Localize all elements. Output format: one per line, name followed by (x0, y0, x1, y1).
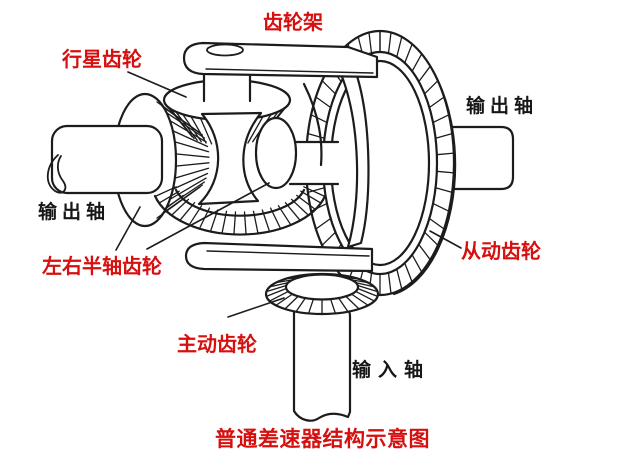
diagram-caption: 普通差速器结构示意图 (215, 427, 430, 451)
left-output-shaft-shape (46, 124, 164, 195)
leader-planet-gear (127, 71, 187, 98)
label-output-shaft-right: 输出轴 (466, 95, 539, 117)
carrier-web-wedge (339, 72, 370, 249)
gear-carrier-shape (182, 41, 379, 273)
spider-block (197, 111, 263, 206)
leader-side-gear-right (146, 182, 270, 250)
carrier-window-shapes (288, 82, 340, 186)
leader-drive-gear (227, 297, 285, 318)
leader-side-gear-left (115, 206, 141, 251)
input-shaft-shape (292, 305, 352, 422)
label-drive-gear: 主动齿轮 (177, 332, 257, 356)
bottom-planet-gear-shape (153, 186, 327, 236)
drive-pinion-gear-shape (264, 272, 380, 316)
label-output-shaft-left: 输出轴 (38, 201, 111, 223)
label-gear-carrier: 齿轮架 (263, 10, 323, 34)
label-planet-gear: 行星齿轮 (62, 47, 142, 71)
label-input-shaft: 输入轴 (352, 359, 431, 381)
right-side-gear-shape (254, 116, 298, 190)
label-side-gears: 左右半轴齿轮 (42, 254, 162, 278)
leader-driven-gear (429, 230, 462, 249)
label-driven-gear: 从动齿轮 (461, 239, 541, 263)
leader-lines (115, 71, 462, 318)
